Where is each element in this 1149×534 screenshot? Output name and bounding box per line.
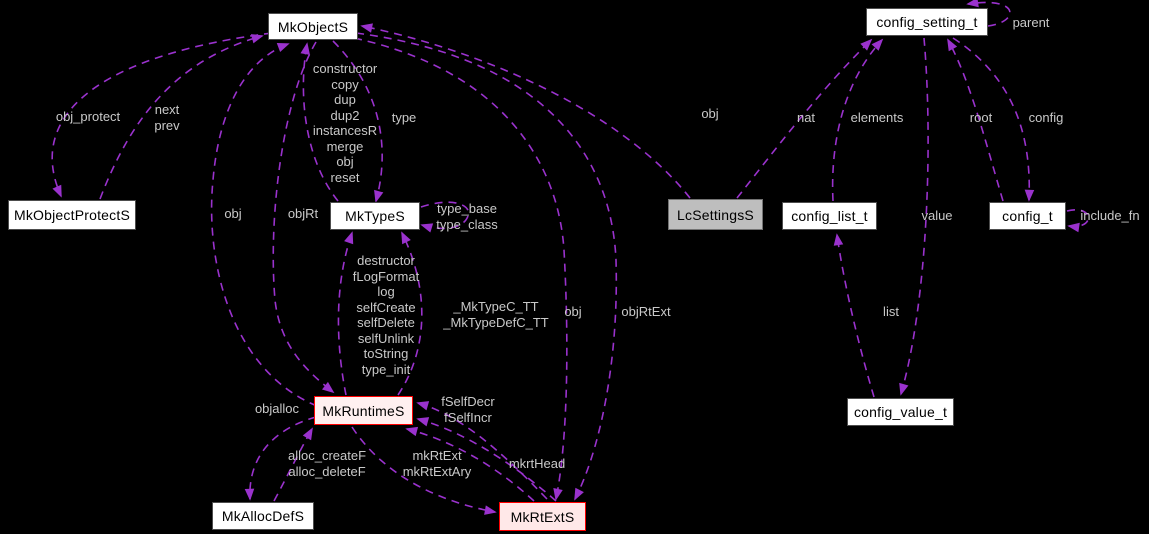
edge-label-list: list xyxy=(883,304,899,319)
edge-label-include_fn: include_fn xyxy=(1080,208,1140,223)
edge-mkrtHead xyxy=(405,426,535,502)
edge-elements xyxy=(831,38,884,202)
edge-label-fSelf: fSelfDecr fSelfIncr xyxy=(441,394,495,425)
edge-objalloc xyxy=(244,416,317,501)
edge-mktypec xyxy=(397,231,423,396)
edge-label-parent: parent xyxy=(1012,15,1050,30)
node-mkruntimes[interactable]: MkRuntimeS xyxy=(314,396,413,425)
edge-label-obj_col: obj xyxy=(224,206,242,221)
edge-label-obj_lc: obj xyxy=(701,106,719,121)
edge-label-obj_protect: obj_protect xyxy=(55,109,121,124)
edge-label-type: type xyxy=(391,110,417,125)
edge-label-mkrt_stack: mkRtExt mkRtExtAry xyxy=(402,448,472,479)
edge-type_base xyxy=(420,201,470,233)
edge-mkRtExt xyxy=(351,426,497,515)
edge-next_prev xyxy=(99,34,264,200)
edge-objRtExt xyxy=(355,32,618,501)
edge-obj_lc xyxy=(360,23,691,199)
edge-fSelfIncr xyxy=(416,417,557,502)
edge-alloc xyxy=(273,427,313,502)
edge-label-alloc_stack: alloc_createF alloc_deleteF xyxy=(287,448,367,479)
node-config_list_t[interactable]: config_list_t xyxy=(782,202,877,230)
edge-label-value: value xyxy=(921,208,953,223)
edge-obj_left xyxy=(210,43,318,407)
edge-label-objalloc: objalloc xyxy=(254,401,300,416)
edge-objRt xyxy=(272,41,335,394)
edge-destructor xyxy=(337,231,354,396)
node-mkrtexts[interactable]: MkRtExtS xyxy=(499,502,586,531)
edge-list xyxy=(833,233,875,398)
node-config_setting_t[interactable]: config_setting_t xyxy=(866,8,988,36)
edge-label-root: root xyxy=(969,110,993,125)
node-config_value_t[interactable]: config_value_t xyxy=(847,398,954,426)
node-mkallocdefs[interactable]: MkAllocDefS xyxy=(212,502,314,530)
edge-label-config: config xyxy=(1028,110,1064,125)
node-mkobjectprotects[interactable]: MkObjectProtectS xyxy=(8,200,136,230)
edge-label-nat: nat xyxy=(796,110,816,125)
edge-label-elements: elements xyxy=(850,110,904,125)
node-mkobjects[interactable]: MkObjectS xyxy=(268,13,358,40)
edge-fSelfDecr xyxy=(416,401,548,500)
edge-label-next_prev: next prev xyxy=(154,102,180,133)
edge-type xyxy=(332,40,384,203)
node-config_t[interactable]: config_t xyxy=(989,202,1066,230)
edge-obj_mid xyxy=(353,37,568,501)
edge-include_fn xyxy=(1066,209,1090,233)
edge-value xyxy=(899,37,929,396)
edge-constructor xyxy=(300,42,339,202)
edge-label-mktypec: _MkTypeC_TT _MkTypeDefC_TT xyxy=(443,299,549,330)
edge-obj_protect xyxy=(51,32,273,198)
edge-label-dtor_stack: destructor fLogFormat log selfCreate sel… xyxy=(352,253,420,377)
edge-label-objRtExt: objRtExt xyxy=(621,304,671,319)
edge-label-mkrtHead: mkrtHead xyxy=(508,456,566,471)
edge-label-type_base: type_base type_class xyxy=(436,201,498,232)
edge-label-objRt: objRt xyxy=(287,206,319,221)
node-mktypes[interactable]: MkTypeS xyxy=(330,202,420,230)
edge-nat xyxy=(736,38,873,199)
edge-label-ctor_stack: constructor copy dup dup2 instancesR mer… xyxy=(312,61,378,185)
node-lcsettingss[interactable]: LcSettingsS xyxy=(668,199,763,230)
edge-label-obj_mid: obj xyxy=(564,304,582,319)
edge-parent xyxy=(966,0,1011,27)
